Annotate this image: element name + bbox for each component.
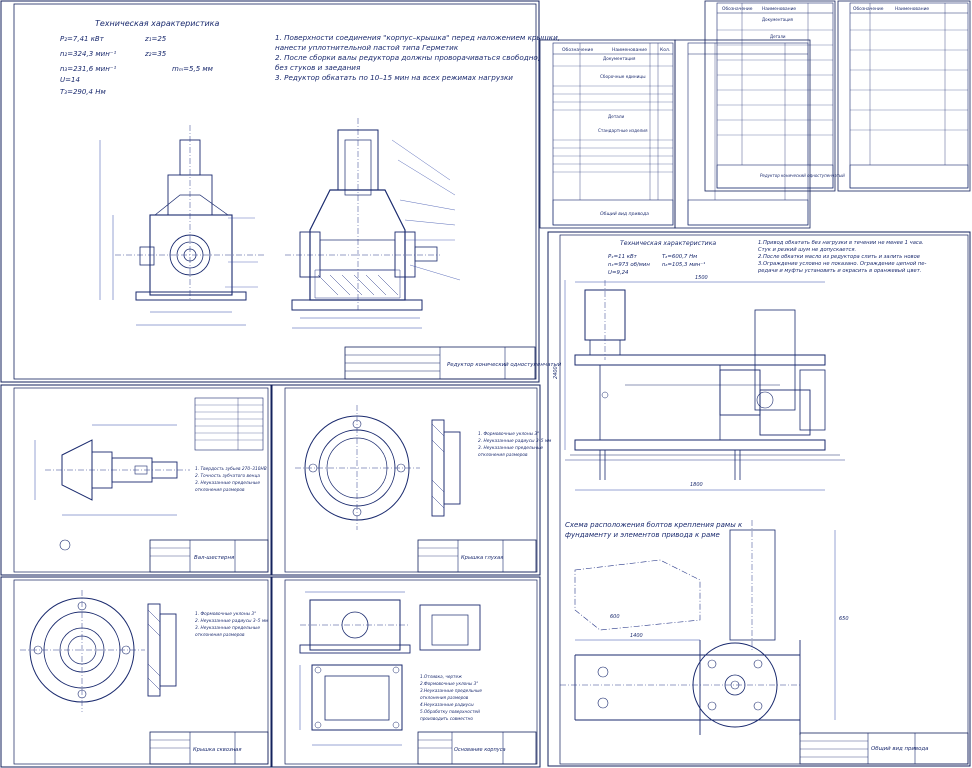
cover1-note-2: 2. Неуказанные радиусы 3–5 мм [478,438,552,444]
cover1-title: Крышка глухая [461,555,503,561]
title-block-drive: Общий вид привода [799,732,969,765]
gear-note-4: отклонения размеров [195,488,245,493]
assembly-note-1: 1. Поверхности соединения "корпус–крышка… [275,33,560,42]
drive-elevation: 1800 1500 2400 [553,275,845,491]
housing-note-3: 3.Неуказанные предельные [420,688,482,693]
spec1-header-designation: Обозначение [562,47,593,53]
spec4-header-name: Наименование [895,6,929,12]
assembly-param-5: T₃=290,4 Нм [60,88,106,96]
reducer-section-view [285,118,461,329]
spec4-header-designation: Обозначение [853,5,884,12]
cover1-note-1: 1. Формовочные уклоны 3° [478,431,539,437]
drive-param-3: U=9,24 [608,270,629,276]
cover2-note-2: 2. Неуказанные радиусы 3–5 мм [195,618,269,624]
spec1-section-docs: Документация [603,56,636,61]
drive-dim-1800: 1800 [690,482,703,488]
sheet-reducer-assembly: Техническая характеристика P₂=7,41 кВт n… [0,0,562,383]
spec1-section-parts: Детали [608,114,625,119]
gear-note-2: 2. Точность зубчатого венца [195,473,260,479]
sheet-housing-base: 1.Отливка, чертеж 2.Формовочные уклоны 3… [271,576,541,768]
housing-note-6: 5.Обработку поверхностей [420,709,480,714]
assembly-param-r2: z₂=35 [144,50,167,58]
housing-views [299,591,481,746]
housing-note-1: 1.Отливка, чертеж [420,674,462,679]
cover2-title: Крышка сквозная [193,747,241,753]
cover1-note-3: 3. Неуказанные предельные [478,445,543,451]
assembly-note-5: 3. Редуктор обкатать по 10–15 мин на все… [275,73,513,82]
assembly-param-2: n₂=324,3 мин⁻¹ [60,50,116,58]
assembly-tech-title: Техническая характеристика [95,19,220,28]
spec1-header-qty: Кол. [660,47,670,53]
spec-rows [553,29,968,173]
housing-note-4: отклонения размеров [420,695,469,700]
cover-blind-view [295,405,461,530]
drive-dim-2400: 2400 [553,366,559,379]
sheet-drive-general: Техническая характеристика Pₓ=11 кВт nₓ=… [547,231,971,767]
drive-scheme-title-1: Схема расположения болтов крепления рамы… [565,521,743,529]
cover2-note-3: 3. Неуказанные предельные [195,625,260,631]
cover-through-view [20,590,177,712]
drive-note-3: 2.После обкатки масло из редуктора слить… [758,254,920,260]
title-block-assembly: Редуктор конический одноступенчатый [344,346,562,380]
drive-note-1: 1.Привод обкатать без нагрузки в течении… [758,240,924,246]
spec3-title: Редуктор конический одноступенчатый [760,173,845,178]
cover2-note-4: отклонения размеров [195,633,245,638]
drive-scheme-title-2: фундаменту и элементов привода к раме [565,531,720,539]
drive-plan-scheme: 1400 650 600 [560,520,849,735]
spec1-title: Общий вид привода [600,211,649,217]
spec1-header-name: Наименование [612,47,647,53]
assembly-param-4: U=14 [60,76,80,84]
assembly-note-4: без стуков и заедания [275,63,361,72]
drive-title-text: Общий вид привода [871,746,928,752]
drive-param-r1: Tₐ=600,7 Нм [662,254,697,260]
assembly-title-text: Редуктор конический одноступенчатый [447,362,562,368]
spec1-section-units: Сборочные единицы [600,74,646,79]
gear-note-3: 3. Неуказанные предельные [195,480,260,486]
cover2-note-1: 1. Формовочные уклоны 3° [195,611,256,617]
spec3-header-name: Наименование [762,6,796,12]
cover1-note-4: отклонения размеров [478,453,528,458]
assembly-param-3: n₃=231,6 мин⁻¹ [60,65,116,73]
housing-note-2: 2.Формовочные уклоны 3° [420,681,478,686]
drive-param-2: nₓ=973 об/мин [608,262,650,268]
spec3-section-parts: Детали [770,34,786,39]
gear-title: Вал-шестерня [194,555,235,561]
assembly-note-3: 2. После сборки валы редуктора должны пр… [275,53,540,62]
sheet-cover-blind: 1. Формовочные уклоны 3° 2. Неуказанные … [271,384,552,576]
drive-dim-650: 650 [839,616,849,622]
drive-dim-1400: 1400 [630,633,643,639]
drive-note-4: 3.Ограждение условно не показано. Огражд… [758,261,926,267]
gear-shaft-view [34,424,190,551]
sheet-cover-through: 1. Формовочные уклоны 3° 2. Неуказанные … [0,576,272,768]
assembly-param-r3: mₘ=5,5 мм [172,65,214,73]
spec1-section-std: Стандартные изделия [598,128,648,133]
housing-note-5: 4.Неуказанные радиусы [420,702,474,707]
spec3-header-designation: Обозначение [722,5,753,12]
spec3-section-docs: Документация [762,17,794,22]
spec-sheets: Обозначение Наименование Кол. Документац… [539,0,971,229]
housing-title: Основание корпуса [454,747,506,753]
drive-dim-600: 600 [610,614,620,620]
sheet-gear-shaft: 1. Твердость зубьев 270–310НВ 2. Точност… [0,384,272,576]
assembly-note-2: нанести уплотнительной пастой типа Герме… [275,43,459,52]
gear-note-1: 1. Твердость зубьев 270–310НВ [195,466,267,472]
drive-note-5: редачи и муфты установить и окрасить в о… [757,268,921,274]
drive-dim-1500: 1500 [695,275,708,281]
drive-param-r2: nₐ=105,3 мин⁻¹ [662,261,705,268]
reducer-front-view [99,125,265,326]
assembly-param-1: P₂=7,41 кВт [60,35,105,43]
housing-note-7: производить совместно [420,716,473,721]
drive-param-1: Pₓ=11 кВт [608,254,638,260]
drive-note-2: Стук и резкий шум не допускается. [758,247,856,253]
assembly-param-r1: z₁=25 [144,35,167,43]
drive-tech-title: Техническая характеристика [620,240,716,247]
